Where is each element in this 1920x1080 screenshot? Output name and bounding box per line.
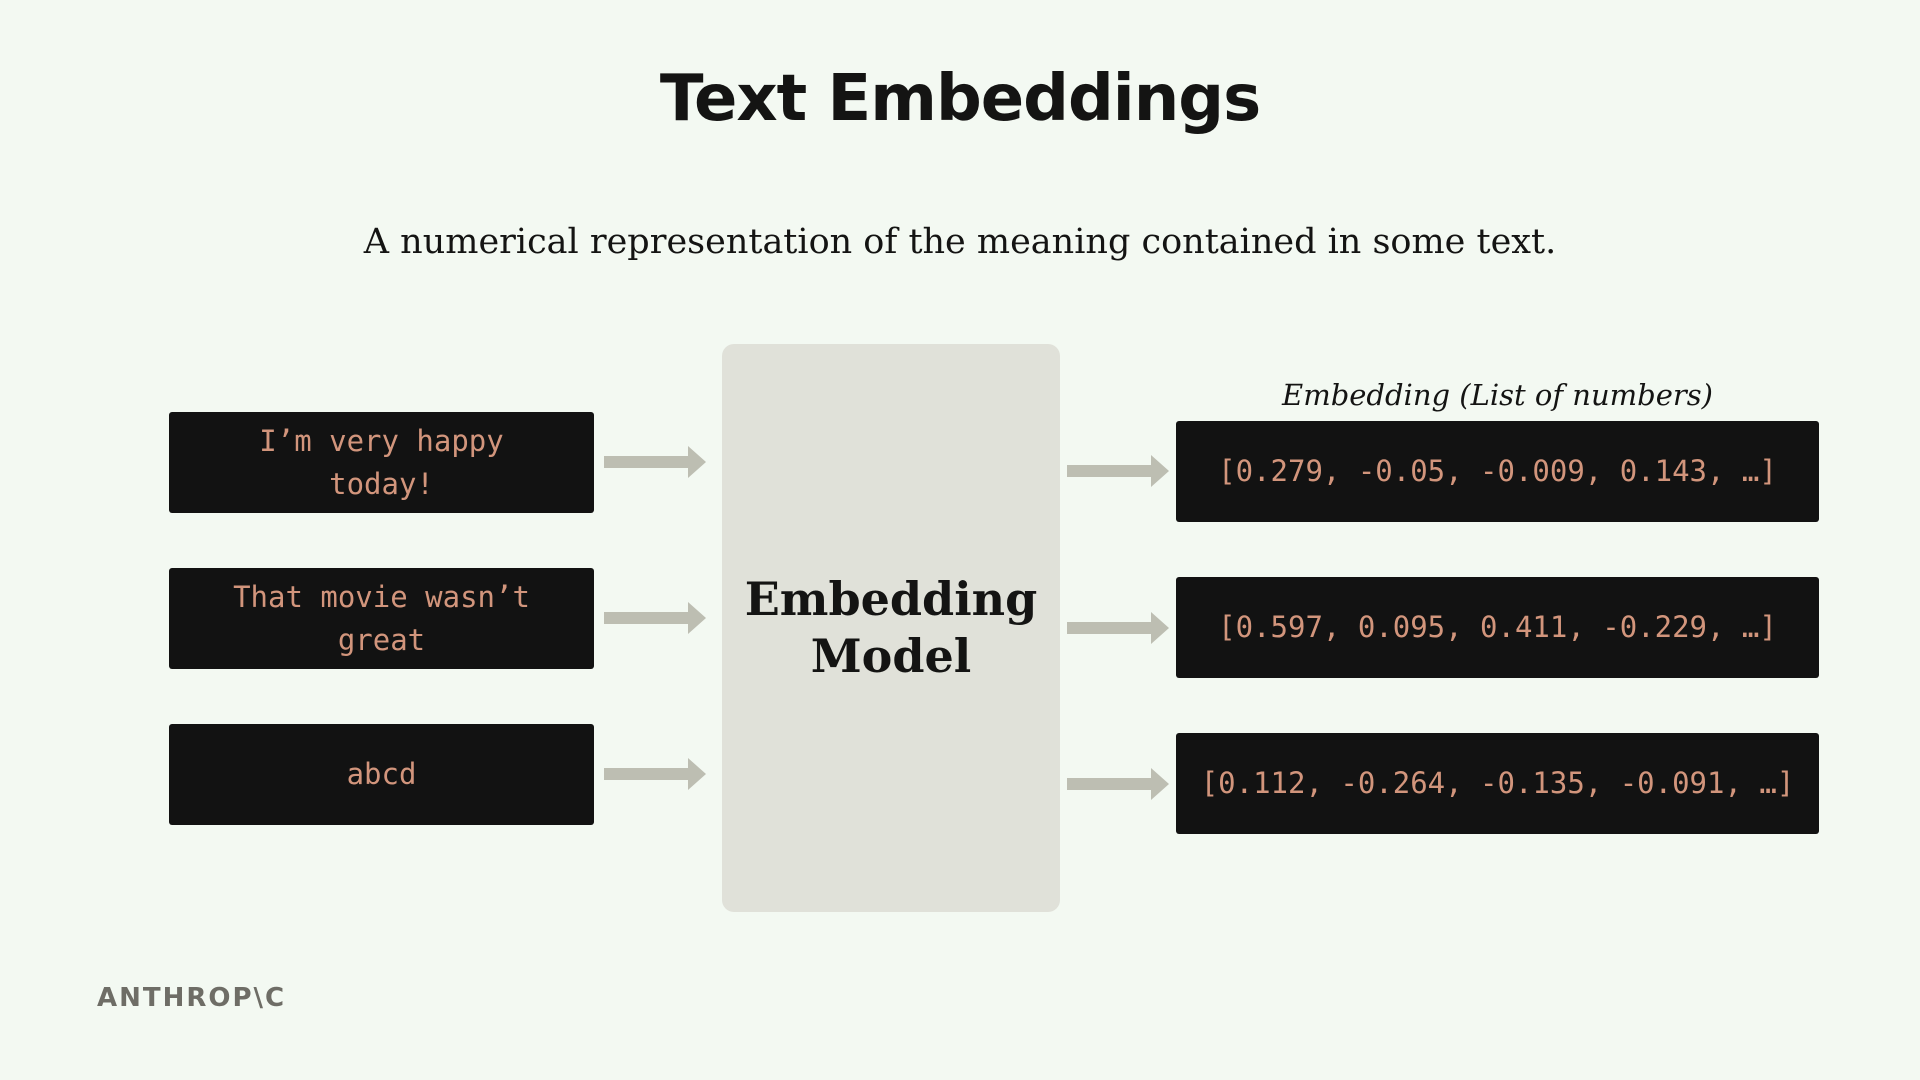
arrow-output-3	[1067, 768, 1169, 800]
page-title: Text Embeddings	[659, 62, 1261, 136]
arrow-input-2	[604, 602, 706, 634]
arrow-output-2	[1067, 612, 1169, 644]
embedding-output-box-2: [0.597, 0.095, 0.411, -0.229, …]	[1176, 577, 1819, 678]
input-text-box-1: I’m very happy today!	[169, 412, 594, 513]
arrow-input-1	[604, 446, 706, 478]
input-text-box-2: That movie wasn’t great	[169, 568, 594, 669]
embedding-model-box: Embedding Model	[722, 344, 1060, 912]
anthropic-logo: ANTHROP\C	[97, 983, 287, 1013]
embedding-output-box-3: [0.112, -0.264, -0.135, -0.091, …]	[1176, 733, 1819, 834]
embedding-model-label: Embedding Model	[744, 572, 1038, 683]
embedding-output-box-1: [0.279, -0.05, -0.009, 0.143, …]	[1176, 421, 1819, 522]
arrow-input-3	[604, 758, 706, 790]
arrow-output-1	[1067, 455, 1169, 487]
embedding-caption: Embedding (List of numbers)	[1282, 378, 1713, 412]
input-text-box-3: abcd	[169, 724, 594, 825]
page-subtitle: A numerical representation of the meanin…	[363, 222, 1557, 262]
